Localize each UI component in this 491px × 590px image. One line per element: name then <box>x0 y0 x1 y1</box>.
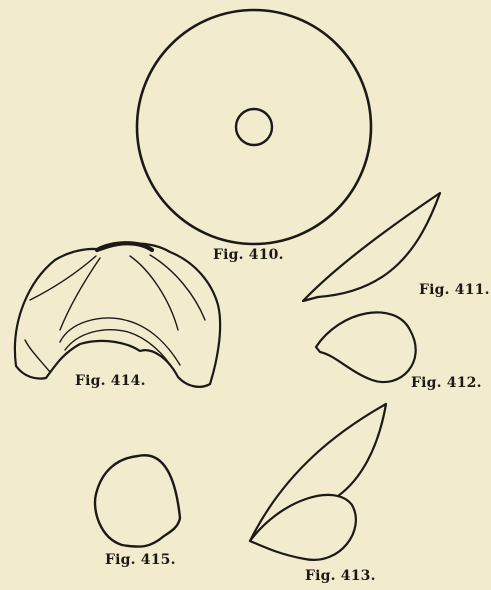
fig-413-lower-lobe <box>250 495 356 560</box>
fig-413-drawing <box>250 404 386 560</box>
fig-414-crease-g <box>65 330 175 372</box>
fig-414-crease-a <box>30 256 96 300</box>
fig-412-drawing <box>316 312 416 382</box>
fig-414-crease-c <box>130 256 178 330</box>
fig-410-drawing <box>137 10 371 244</box>
fig-412-caption: Fig. 412. <box>411 375 482 391</box>
fig-411-caption: Fig. 411. <box>419 282 490 298</box>
fig-415-drawing <box>95 455 180 546</box>
fig-415-caption: Fig. 415. <box>105 552 176 568</box>
fig-414-caption: Fig. 414. <box>75 373 146 389</box>
fig-413-caption: Fig. 413. <box>305 568 376 584</box>
fig-410-outer-circle <box>137 10 371 244</box>
fig-410-center-hole <box>236 109 272 145</box>
fig-414-crease-e <box>25 340 50 372</box>
fig-414-outline <box>15 244 220 387</box>
fig-414-drawing <box>15 243 220 387</box>
fig-410-caption: Fig. 410. <box>213 247 284 263</box>
